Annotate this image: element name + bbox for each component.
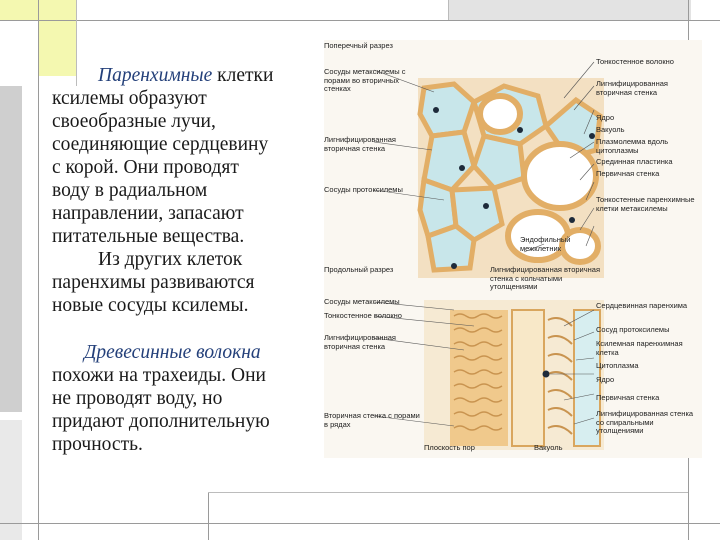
label-xylem-parenchyma: Ксилемная паренхимная клетка	[596, 339, 683, 357]
label-secondary-wall-pores: Вторичная стенка с порами в рядах	[324, 411, 420, 429]
left-vertical-rule	[38, 0, 39, 540]
bottom-vertical-rule	[208, 492, 209, 540]
label-vessel-protoxylem: Сосуды протоксилемы	[324, 185, 403, 194]
label-lignified-spiral: Лигнифицированная стенка со спиральными …	[596, 409, 694, 435]
label-pectin-space: Эндофильный межклетник	[520, 235, 571, 253]
left-gray-block	[0, 86, 22, 412]
label-primary-wall: Первичная стенка	[596, 169, 660, 178]
bottom-horizontal-rule	[0, 523, 720, 524]
label-thin-fiber-2: Тонкостенное волокно	[324, 311, 402, 320]
paragraph-parenchyma: Паренхимные клетки ксилемы образуют свое…	[52, 65, 274, 247]
label-plasmalemma: Плазмолемма вдоль цитоплазмы	[596, 137, 669, 155]
label-pore-plane: Плоскость пор	[424, 443, 475, 452]
label-lignified-secondary-wall: Лигнифицированная вторичная стенка	[596, 79, 668, 97]
top-horizontal-rule	[0, 20, 720, 21]
wood-fibers-term: Древесинные волокна	[84, 342, 261, 363]
label-thin-fiber: Тонкостенное волокно	[596, 57, 674, 66]
mid-vertical-rule	[76, 0, 77, 86]
label-metaxylem-vessels: Сосуды метаксилемы	[324, 297, 400, 306]
label-middle-lamella: Срединная пластинка	[596, 157, 673, 166]
label-protoxylem-vessel: Сосуд протоксилемы	[596, 325, 670, 334]
left-yellow-stripe	[38, 20, 76, 76]
label-thin-parenchyma: Тонкостенные паренхимные клетки метаксил…	[596, 195, 695, 213]
label-nucleus: Ядро	[596, 113, 615, 122]
label-metaxylem-pores: Сосуды метаксилемы с порами во вторичных…	[324, 67, 406, 93]
label-primary-wall-2: Первичная стенка	[596, 393, 660, 402]
bottom-left-gray-block	[0, 420, 22, 540]
label-nucleus-2: Ядро	[596, 375, 615, 384]
xylem-diagram: Поперечный разрез Тонкостенное волокно С…	[324, 40, 702, 458]
xylem-illustration	[373, 61, 604, 450]
label-cross-section: Поперечный разрез	[324, 41, 393, 50]
label-heartwood-parenchyma: Сердцевинная паренхима	[596, 301, 688, 310]
label-vacuole: Вакуоль	[596, 125, 625, 134]
label-lignified-secondary-wall-2: Лигнифицированная вторичная стенка	[324, 135, 396, 153]
label-lignified-secondary-annular: Лигнифицированная вторичная стенка с кол…	[490, 265, 601, 291]
paragraph-wood-fibers: Древесинные волокна похожи на трахеиды. …	[52, 342, 270, 455]
label-longitudinal-section: Продольный разрез	[324, 265, 394, 274]
paragraph-new-vessels: Из других клеток паренхимы развиваются н…	[52, 249, 255, 316]
parenchyma-term: Паренхимные	[98, 65, 213, 86]
label-cytoplasm: Цитоплазма	[596, 361, 639, 370]
label-lignified-secondary-wall-3: Лигнифицированная вторичная стенка	[324, 333, 396, 351]
label-vacuole-2: Вакуоль	[534, 443, 563, 452]
bottom-upper-rule	[208, 492, 688, 493]
slide-text: Паренхимные клетки ксилемы образуют свое…	[52, 64, 332, 456]
top-right-gray-block	[448, 0, 691, 20]
